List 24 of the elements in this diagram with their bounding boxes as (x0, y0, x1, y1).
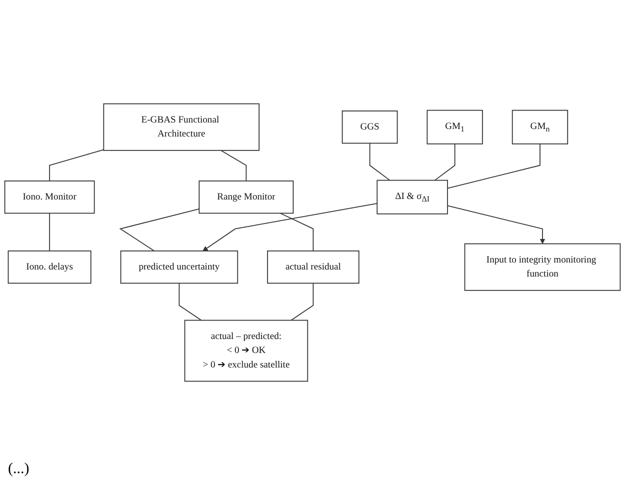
node-box: GM$_{1}$ (426, 110, 483, 145)
connector (290, 283, 314, 322)
connector (49, 150, 104, 182)
arrow (447, 206, 546, 244)
node-box: actual residual (267, 250, 360, 284)
node-box: ΔI & σ$_{ΔI}$ (376, 180, 448, 215)
node-box: GM$_{n}$ (512, 110, 568, 145)
connector (447, 144, 540, 190)
node-box: actual – predicted: < 0 ➔ OK > 0 ➔ exclude satellite (184, 320, 308, 382)
node-box: Input to integrity monitoring function (464, 244, 621, 292)
node-box: Iono. delays (8, 250, 92, 284)
note-text: (...) (8, 461, 30, 477)
connector (220, 150, 247, 182)
node-box: predicted uncertainty (120, 250, 238, 284)
connector (178, 283, 202, 322)
node-box: Iono. Monitor (4, 180, 95, 214)
connector (369, 143, 390, 182)
connector (49, 213, 50, 252)
arrow (202, 203, 378, 252)
node-box: Range Monitor (198, 180, 294, 214)
connector (434, 144, 456, 182)
node-box: GGS (342, 110, 398, 144)
node-box: E-GBAS Functional Architecture (103, 104, 260, 152)
connector (119, 208, 200, 252)
